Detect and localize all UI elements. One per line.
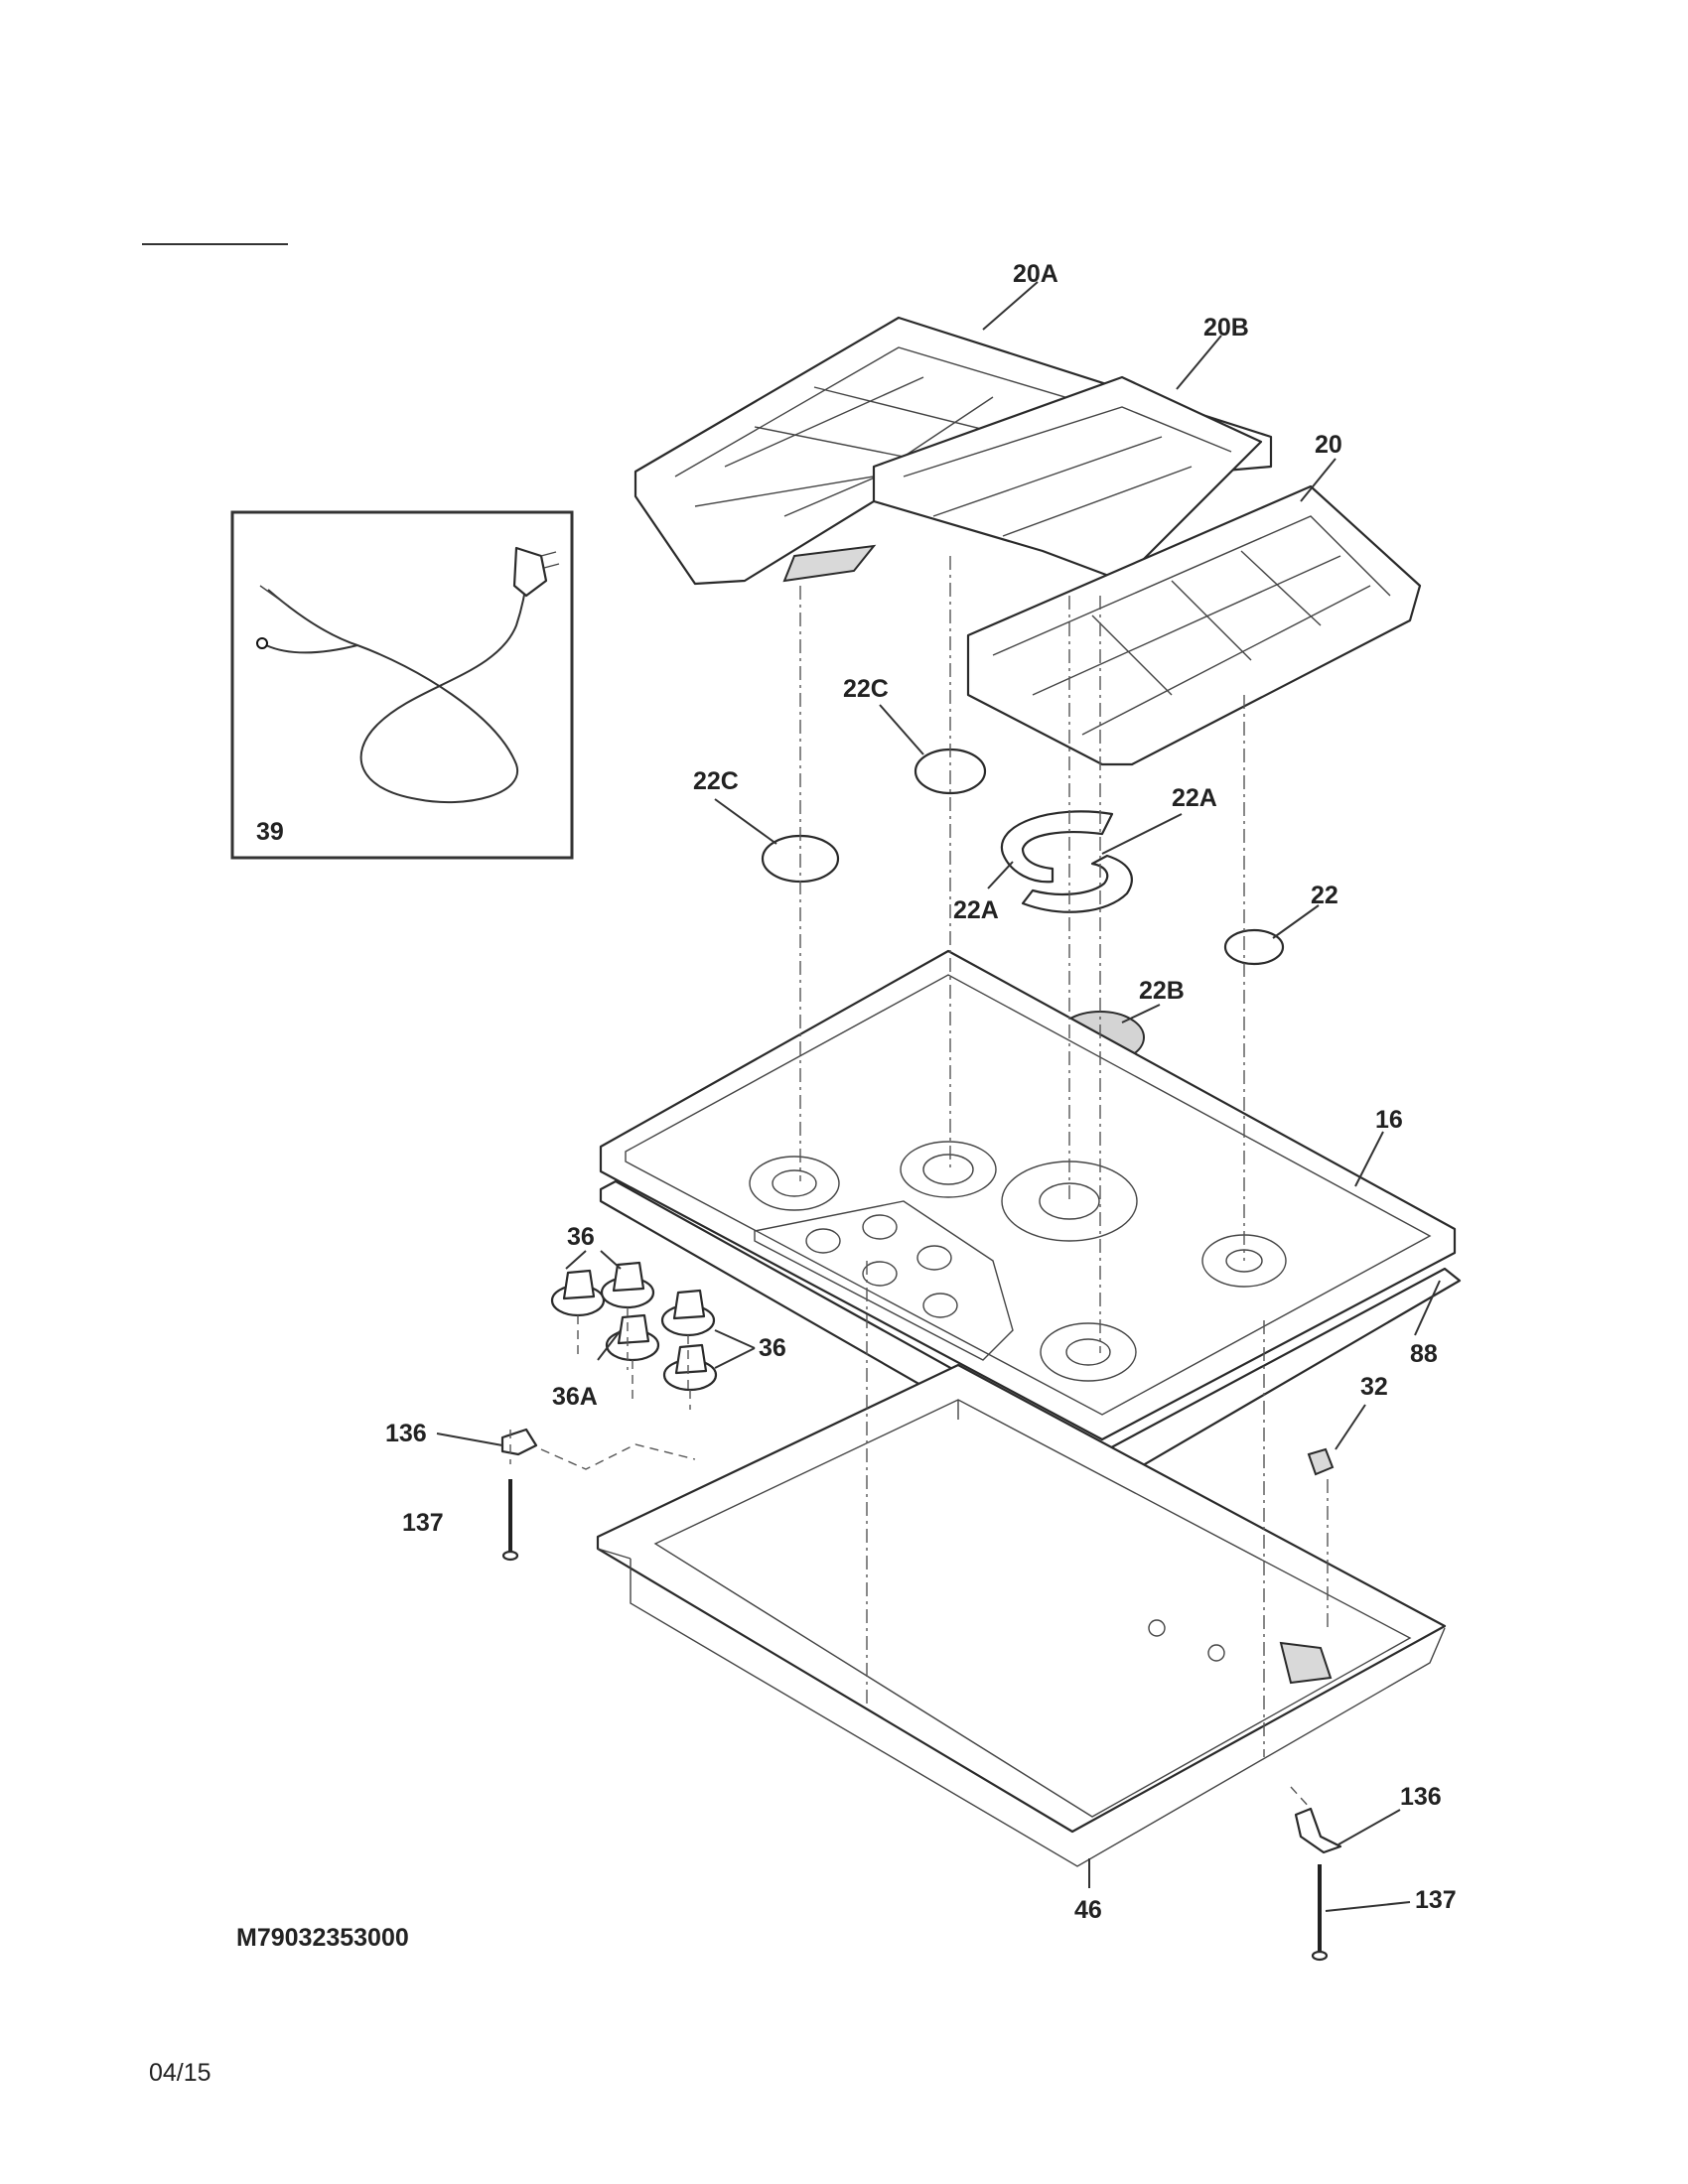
callout-136-right: 136 (1400, 1783, 1442, 1811)
callout-137-right: 137 (1415, 1886, 1457, 1914)
callout-22b: 22B (1139, 977, 1185, 1005)
burner-box-46 (596, 1363, 1447, 1867)
control-knobs-36 (550, 1261, 718, 1410)
power-cord-inset: 39 (230, 510, 574, 860)
burner-cap-22 (1223, 928, 1285, 966)
callout-leaders (436, 281, 1441, 1912)
callout-22c-center: 22C (843, 675, 889, 703)
clip-136-right (1294, 1807, 1342, 1854)
cooktop-top-16 (599, 949, 1457, 1441)
callout-88: 88 (1410, 1340, 1438, 1368)
flame-ring-22a-lower (1021, 854, 1133, 913)
callout-137-left: 137 (402, 1509, 444, 1537)
callout-22a-upper: 22A (1172, 784, 1217, 812)
callout-16: 16 (1375, 1106, 1403, 1134)
clip-136-left (500, 1428, 538, 1456)
callout-22: 22 (1311, 882, 1338, 909)
callout-20b: 20B (1203, 314, 1249, 341)
screw-137-left (501, 1479, 519, 1562)
callout-36a: 36A (552, 1383, 598, 1411)
callout-22c-left: 22C (693, 767, 739, 795)
callout-36-right: 36 (759, 1334, 786, 1362)
screw-137-right (1311, 1864, 1329, 1962)
clip-right-leader (1290, 1786, 1312, 1810)
clip-left-leader (509, 1430, 696, 1470)
inset-label: 39 (256, 818, 284, 846)
callout-20: 20 (1315, 431, 1342, 459)
date-code: 04/15 (149, 2059, 211, 2087)
callout-46: 46 (1074, 1896, 1102, 1924)
callout-labels: 20A 20B 20 22C 22C 22A 22A 22 22B 16 88 … (385, 260, 1457, 1924)
callout-22a-lower: 22A (953, 896, 999, 924)
callout-20a: 20A (1013, 260, 1058, 288)
callout-36-top: 36 (567, 1223, 595, 1251)
callout-136-left: 136 (385, 1420, 427, 1447)
flame-ring-22a-upper (1000, 810, 1114, 884)
model-number: M79032353000 (236, 1924, 409, 1952)
grate-right-20 (966, 484, 1422, 766)
callout-32: 32 (1360, 1373, 1388, 1401)
assembly-centerlines (799, 556, 1265, 1757)
